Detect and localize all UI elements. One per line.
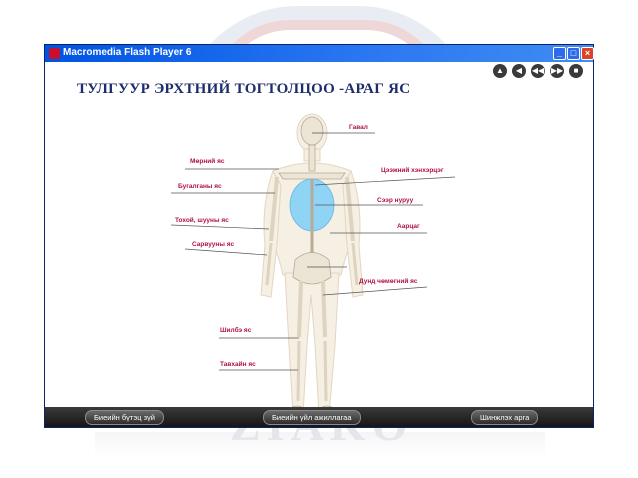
maximize-button[interactable]: □ — [567, 47, 580, 60]
left-humerus — [269, 176, 279, 242]
cervical-spine — [308, 144, 316, 172]
left-shin — [296, 340, 301, 402]
page-title: ТУЛГУУР ЭРХТНИЙ ТОГТОЛЦОО -АРАГ ЯС — [77, 81, 411, 97]
stop-button[interactable]: ■ — [569, 64, 583, 78]
rewind-button[interactable]: ◀◀ — [531, 64, 545, 78]
flash-app-icon — [49, 48, 60, 59]
nav-function-button[interactable]: Биеийн үйл ажиллагаа — [263, 410, 361, 425]
label-hand: Сарвууны яс — [192, 241, 235, 248]
right-femur — [321, 280, 327, 338]
title-bar[interactable]: Macromedia Flash Player 6 _ □ × — [45, 45, 594, 62]
home-button[interactable]: ▲ — [493, 64, 507, 78]
watermark-band — [95, 432, 545, 458]
label-foot: Тавхайн яс — [220, 361, 256, 368]
label-shin: Шилбэ яс — [220, 327, 252, 334]
flash-player-window: Macromedia Flash Player 6 _ □ × ▲ ◀ ◀◀ ▶… — [44, 44, 594, 428]
label-femur: Дунд чөмөгний яс — [359, 278, 418, 285]
forward-button[interactable]: ▶▶ — [550, 64, 564, 78]
label-shoulder: Мөрний яс — [190, 158, 225, 165]
skull-shape — [300, 116, 324, 146]
label-humerus: Бугалганы яс — [178, 183, 222, 190]
back-button[interactable]: ◀ — [512, 64, 526, 78]
right-shin — [323, 340, 328, 402]
nav-methods-button[interactable]: Шинжлэх арга — [471, 410, 539, 425]
close-button[interactable]: × — [581, 47, 594, 60]
label-spine: Сээр нуруу — [377, 197, 414, 204]
clavicle — [278, 172, 346, 180]
minimize-button[interactable]: _ — [553, 47, 566, 60]
right-forearm — [351, 242, 359, 286]
bottom-navigation-bar: Биеийн бүтэц зүй Биеийн үйл ажиллагаа Ши… — [45, 407, 593, 427]
window-title: Macromedia Flash Player 6 — [63, 47, 192, 58]
skeleton-illustration — [170, 113, 456, 416]
nav-structure-button[interactable]: Биеийн бүтэц зүй — [85, 410, 164, 425]
pelvis-shape — [292, 252, 332, 285]
right-humerus — [345, 176, 355, 242]
label-pelvis: Аарцаг — [397, 223, 420, 230]
left-forearm — [265, 242, 273, 286]
label-sternum: Цээжний хэнхэрцэг — [381, 167, 444, 174]
label-skull: Гавал — [349, 124, 368, 131]
left-femur — [297, 280, 303, 338]
label-forearm: Тохой, шууны яс — [175, 217, 229, 224]
leader-lines — [170, 132, 456, 371]
